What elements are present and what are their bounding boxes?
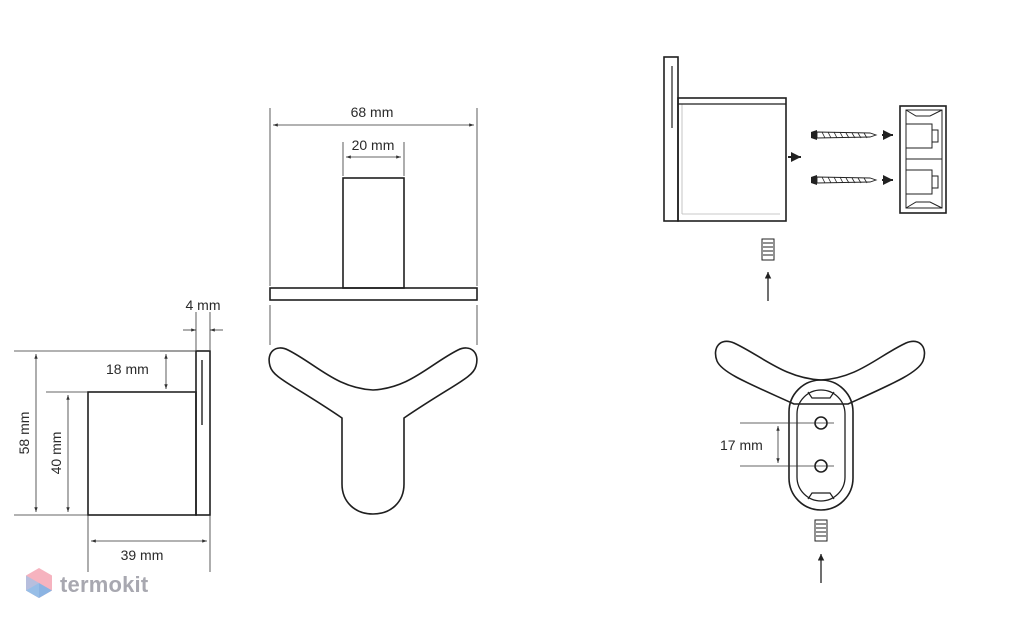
stem-width-label: 20 mm <box>352 137 395 153</box>
depth-label: 39 mm <box>121 547 164 563</box>
install-body <box>677 97 787 222</box>
mount-notch-bottom <box>807 492 835 500</box>
front-base-plate <box>269 287 478 301</box>
front-stem <box>342 177 405 289</box>
hexagon-logo-icon <box>26 568 52 598</box>
bottom-view: 17 mm <box>714 340 926 583</box>
wall-anchor-block <box>899 105 947 214</box>
front-view: 68 mm 20 mm <box>269 104 478 345</box>
screw-bottom <box>811 175 878 185</box>
mount-oval-inner <box>796 389 846 502</box>
hook-y-bottom-outline <box>714 340 926 405</box>
termokit-watermark: termokit <box>24 566 174 606</box>
install-wall-plate <box>663 56 679 222</box>
plate-thickness-label: 4 mm <box>186 297 221 313</box>
watermark-text: termokit <box>60 572 149 597</box>
hole-spacing-label: 17 mm <box>720 437 763 453</box>
side-body <box>87 391 197 516</box>
set-screw-bottom <box>814 519 828 542</box>
side-view: 4 mm 18 mm 58 mm 40 mm 39 mm <box>14 297 223 572</box>
set-screw-top <box>761 238 775 261</box>
installation-view <box>663 56 947 301</box>
hook-y-outline <box>268 347 478 515</box>
total-width-label: 68 mm <box>351 104 394 120</box>
top-offset-label: 18 mm <box>106 361 149 377</box>
side-wall-plate <box>195 350 211 516</box>
mount-oval-outer <box>788 379 854 511</box>
total-height-label: 58 mm <box>16 412 32 455</box>
mount-notch-top <box>807 391 835 399</box>
body-height-label: 40 mm <box>48 432 64 475</box>
top-view <box>268 347 478 515</box>
screw-top <box>811 130 878 140</box>
